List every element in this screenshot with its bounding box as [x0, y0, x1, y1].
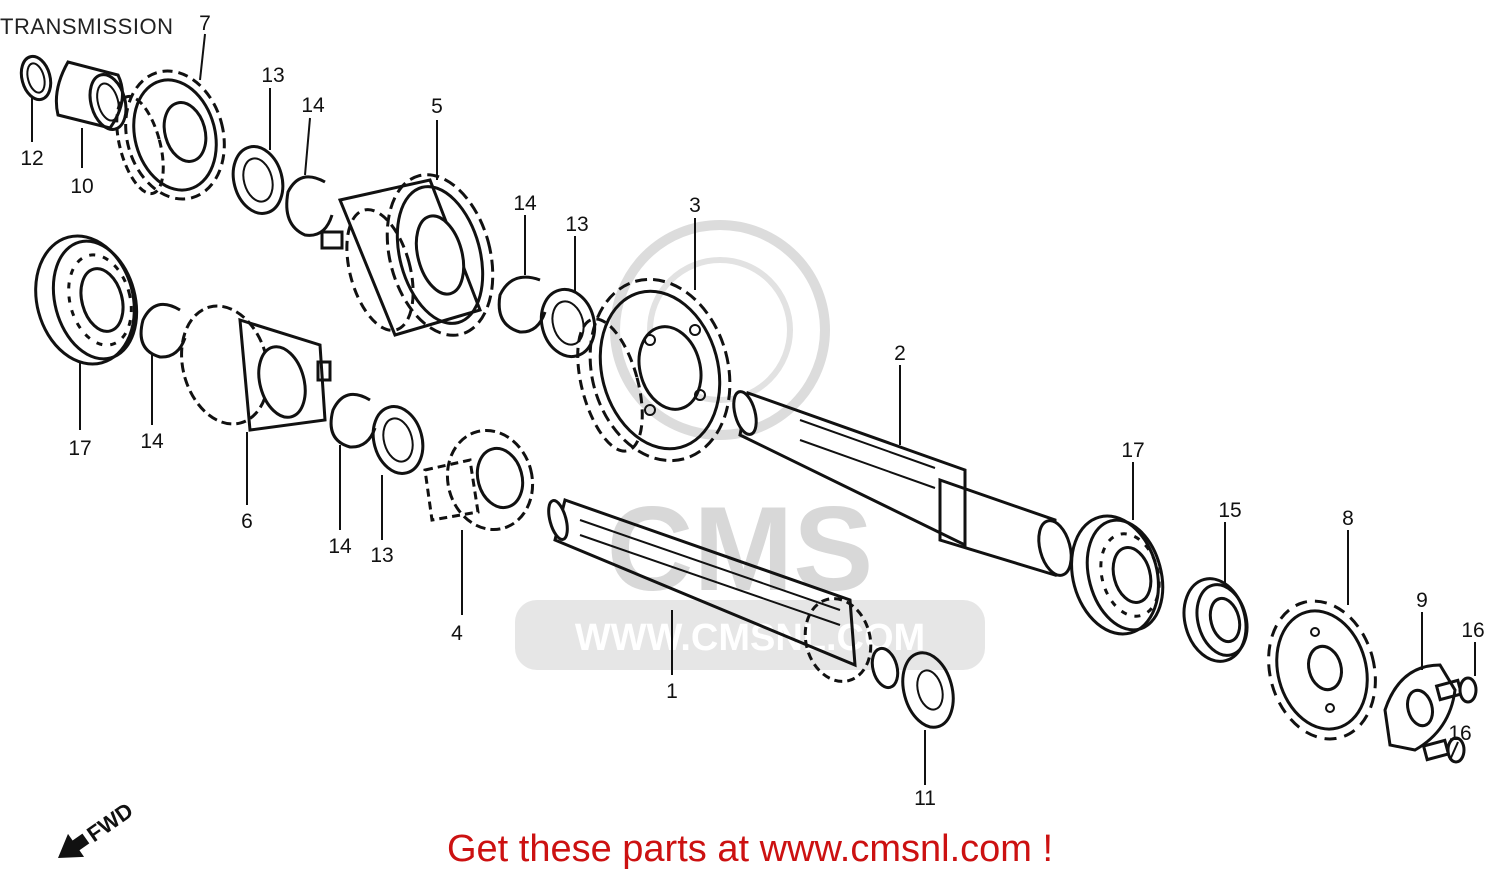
part-16-bolt-a: [1434, 676, 1478, 704]
arrow-down-left-icon: [58, 833, 90, 858]
callout-17-a: 17: [68, 437, 91, 460]
callout-1: 1: [666, 680, 678, 703]
callout-7: 7: [199, 12, 211, 35]
part-11-washer: [901, 651, 955, 729]
part-1-mainshaft: [547, 498, 900, 690]
part-12-washer: [19, 54, 53, 102]
callout-13-a: 13: [261, 64, 284, 87]
part-14-circlip-a: [285, 175, 334, 237]
part-8-sprocket: [1267, 599, 1377, 741]
callout-17-b: 17: [1121, 439, 1144, 462]
part-14-circlip-c: [139, 302, 187, 359]
callout-14-c: 14: [140, 430, 164, 453]
footer-link[interactable]: Get these parts at www.cmsnl.com !: [446, 828, 1054, 870]
part-2-countershaft: [732, 390, 1073, 578]
callout-10: 10: [70, 175, 93, 198]
part-7-gear: [115, 69, 226, 201]
part-17-bearing-b: [1070, 514, 1165, 636]
callout-numbers: 7 12 10 13 14 5 14 13 3 2 17 14 6 14 13 …: [20, 12, 1484, 810]
diagram-title: TRANSMISSION: [0, 14, 174, 39]
part-4-gear: [423, 428, 535, 532]
callout-12: 12: [20, 147, 43, 170]
callout-15: 15: [1218, 499, 1241, 522]
callout-14-d: 14: [328, 535, 352, 558]
part-14-circlip-b: [497, 275, 547, 334]
part-9-fixing-plate: [1383, 663, 1457, 752]
callout-11: 11: [914, 787, 936, 810]
callout-16-a: 16: [1461, 619, 1484, 642]
watermark-logo: CMS: [607, 482, 874, 616]
part-17-bearing-a: [34, 234, 139, 366]
callout-2: 2: [894, 342, 906, 365]
part-5-gear: [320, 173, 495, 337]
callout-6: 6: [241, 510, 253, 533]
part-10-bushing: [54, 60, 128, 131]
callout-14-a: 14: [301, 94, 325, 117]
part-15-oil-seal: [1182, 577, 1249, 663]
watermark-url: WWW.CMSNL.COM: [575, 617, 925, 659]
part-14-circlip-d: [329, 392, 377, 449]
callout-13-c: 13: [370, 544, 393, 567]
callout-8: 8: [1342, 507, 1354, 530]
callout-4: 4: [451, 622, 463, 645]
watermark: CMS WWW.CMSNL.COM: [515, 220, 985, 670]
part-13-washer-a: [231, 145, 285, 215]
callout-3: 3: [689, 194, 701, 217]
callout-16-b: 16: [1448, 722, 1471, 745]
callout-9: 9: [1416, 589, 1428, 612]
callout-5: 5: [431, 95, 443, 118]
part-3-gear: [576, 277, 732, 463]
leader-lines: [31, 33, 1476, 785]
callout-13-b: 13: [565, 213, 588, 236]
part-6-gear: [180, 304, 332, 432]
callout-14-b: 14: [513, 192, 537, 215]
part-13-washer-c: [371, 405, 425, 475]
